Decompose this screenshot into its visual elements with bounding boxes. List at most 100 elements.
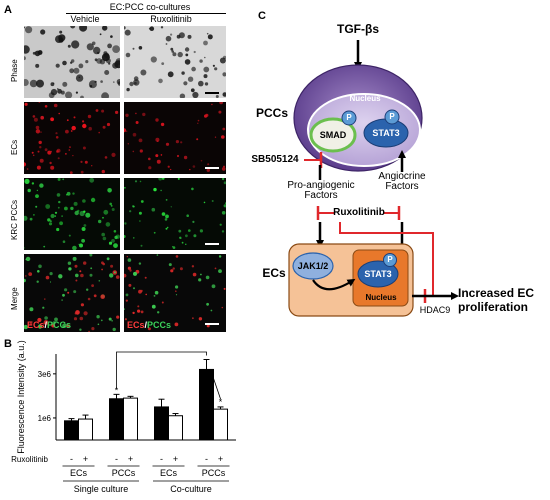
cell-spot: [112, 327, 116, 332]
cell-spot: [89, 254, 93, 257]
cell-spot: [104, 156, 108, 159]
bar: [123, 397, 138, 441]
bar: [154, 406, 169, 441]
cell-spot: [124, 222, 127, 225]
cell-spot: [27, 188, 31, 193]
cell-spot: [223, 287, 226, 290]
cell-spot: [160, 189, 162, 192]
cell-spot: [67, 44, 71, 48]
cell-spot: [186, 214, 189, 217]
group-label: Single culture: [74, 484, 129, 494]
cell-spot: [73, 201, 78, 206]
cell-spot: [155, 137, 160, 142]
cell-spot: [40, 115, 44, 120]
cell-spot: [167, 165, 170, 168]
cell-spot: [132, 47, 135, 50]
cell-spot: [70, 26, 76, 29]
cell-spot: [183, 155, 188, 160]
cell-spot: [79, 26, 88, 32]
category-label: PCCs: [112, 468, 136, 478]
scale-bar: [205, 92, 219, 94]
cell-spot: [55, 63, 60, 68]
cell-spot: [175, 255, 179, 258]
cell-spot: [127, 143, 129, 145]
panel-b-letter: B: [4, 338, 12, 350]
cell-spot: [153, 187, 157, 192]
cell-spot: [36, 79, 44, 88]
cell-spot: [74, 264, 78, 268]
cell-spot: [83, 210, 86, 213]
cell-spot: [172, 267, 175, 270]
cell-spot: [206, 302, 209, 306]
cell-spot: [126, 256, 128, 258]
cell-spot: [25, 26, 33, 34]
pccs-ruxolitinib-image: [124, 178, 226, 250]
cell-spot: [161, 178, 165, 180]
cell-spot: [57, 88, 59, 90]
cell-spot: [50, 213, 55, 219]
treatment-sign: +: [218, 454, 223, 464]
cell-spot: [75, 74, 84, 82]
cell-spot: [214, 136, 217, 138]
cell-spot: [82, 199, 86, 203]
column-vehicle: Vehicle: [70, 14, 100, 24]
row-label-krc-pccs: KRC PCCs: [10, 199, 19, 240]
cell-spot: [24, 56, 26, 61]
cell-spot: [203, 40, 208, 46]
row-label-phase: Phase: [10, 59, 19, 82]
cell-spot: [199, 229, 203, 233]
cell-spot: [57, 88, 62, 94]
cell-spot: [175, 294, 178, 296]
cell-spot: [39, 146, 42, 149]
cell-spot: [170, 47, 174, 51]
cell-spot: [57, 206, 60, 209]
cell-spot: [91, 327, 95, 331]
cell-spot: [129, 81, 134, 87]
cell-spot: [24, 324, 28, 330]
cell-spot: [62, 323, 67, 328]
cell-spot: [71, 125, 76, 131]
cell-spot: [198, 80, 204, 87]
cell-spot: [160, 26, 164, 29]
cell-spot: [135, 121, 139, 124]
cell-spot: [176, 34, 181, 39]
scale-bar: [205, 323, 219, 325]
cell-spot: [36, 280, 39, 283]
bar: [78, 418, 93, 441]
bar: [168, 415, 183, 441]
cell-spot: [101, 92, 109, 98]
cell-spot: [79, 270, 82, 273]
cell-spot: [124, 26, 126, 30]
cell-spot: [189, 168, 191, 171]
stat3-ec-phospho-icon: [383, 253, 397, 267]
cell-spot: [221, 178, 225, 181]
cell-spot: [60, 90, 65, 95]
cell-spot: [66, 193, 68, 196]
cell-spot: [91, 284, 94, 287]
cell-spot: [33, 117, 38, 122]
cell-spot: [139, 180, 142, 183]
cell-spot: [81, 238, 85, 243]
cell-spot: [85, 60, 89, 64]
cell-spot: [161, 62, 165, 65]
cell-spot: [197, 122, 199, 124]
cell-spot: [52, 119, 54, 121]
cell-spot: [82, 123, 87, 129]
cell-spot: [155, 154, 159, 158]
cell-spot: [183, 81, 188, 86]
cell-spot: [109, 273, 114, 278]
pcc-nucleus-label: Nucleus: [349, 94, 381, 103]
cell-spot: [114, 60, 120, 69]
y-tick-label: 1e6: [38, 414, 52, 423]
cell-spot: [102, 26, 108, 31]
cell-spot: [99, 33, 102, 36]
cell-spot: [204, 82, 209, 86]
cell-spot: [102, 236, 107, 241]
cell-spot: [205, 275, 210, 280]
cell-spot: [211, 200, 214, 202]
cell-spot: [221, 211, 226, 215]
cell-spot: [222, 127, 226, 131]
bar: [109, 398, 124, 441]
cell-spot: [219, 223, 222, 226]
cell-spot: [48, 92, 55, 98]
